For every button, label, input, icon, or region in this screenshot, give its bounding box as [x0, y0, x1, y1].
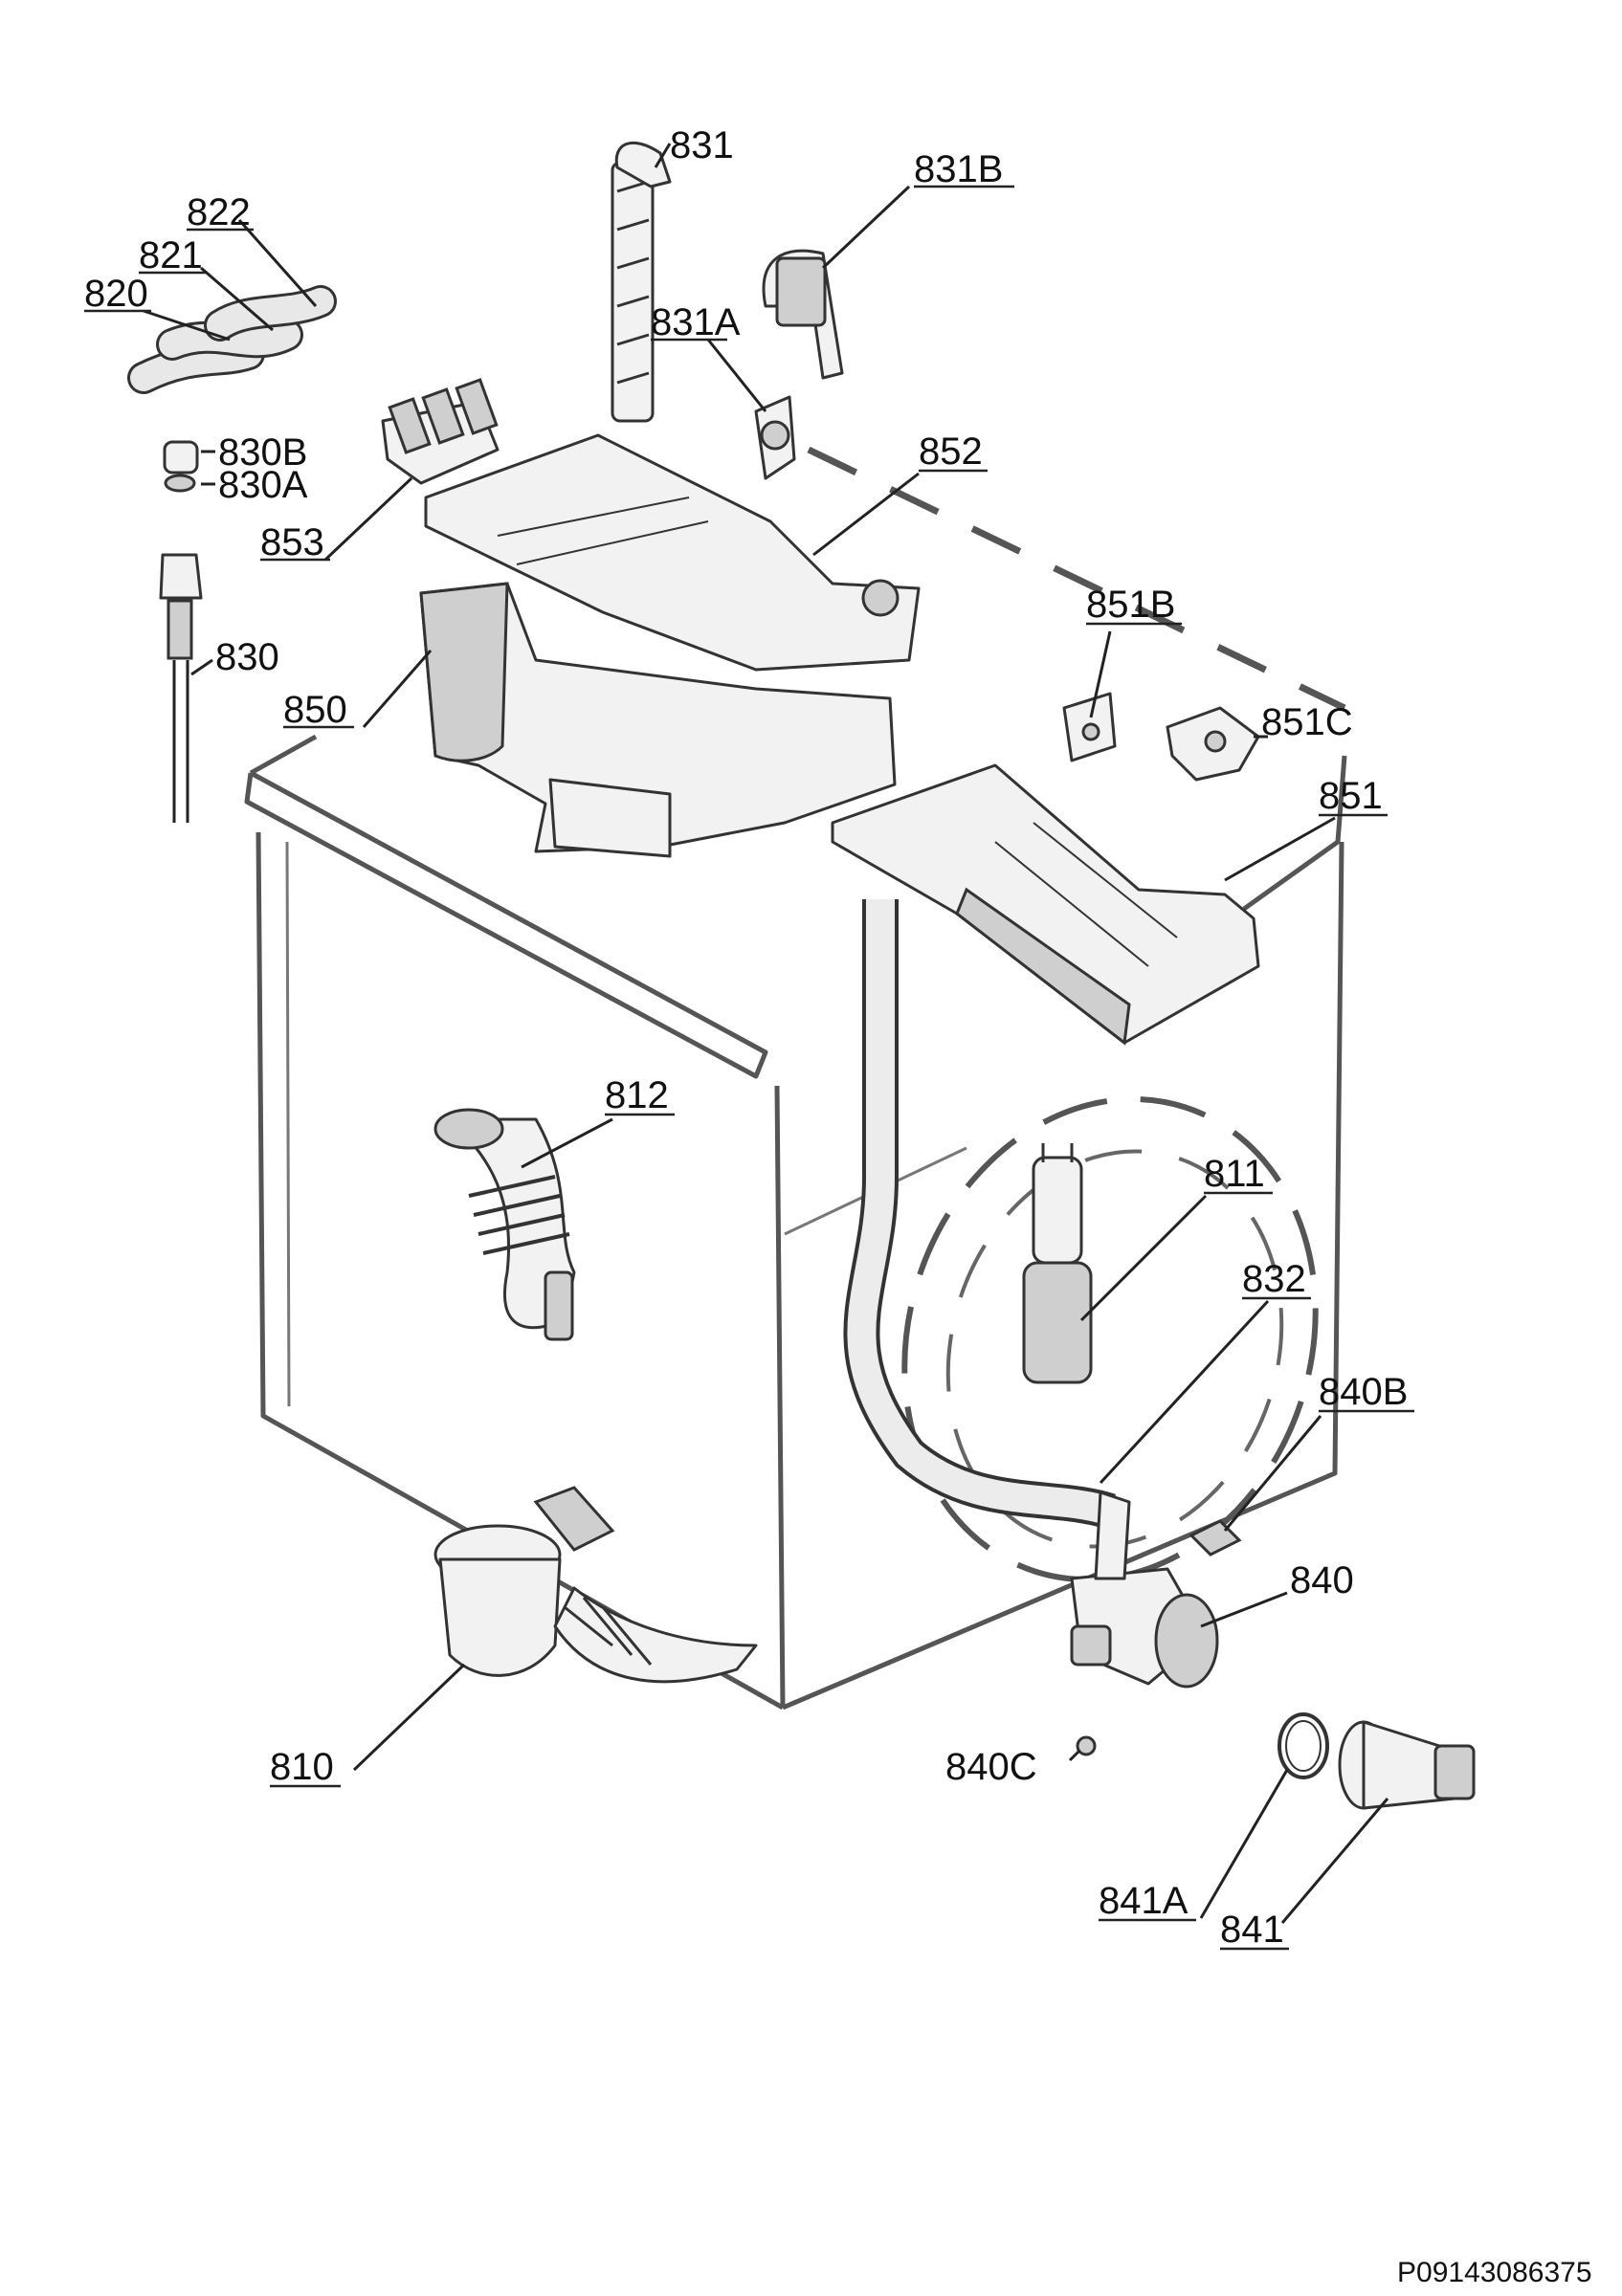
part-812-bellows: [433, 1108, 576, 1341]
part-831A-clip: [754, 395, 796, 480]
part-841A-ring: [1278, 1712, 1329, 1779]
part-840C-nut: [1076, 1735, 1097, 1756]
label-841A: 841A: [1099, 1880, 1189, 1922]
label-840: 840: [1290, 1559, 1354, 1601]
part-831-hose: [611, 141, 672, 423]
label-831: 831: [670, 124, 734, 166]
part-810-sump-hose: [433, 1486, 758, 1684]
label-821: 821: [139, 234, 203, 276]
part-841-filter: [1338, 1720, 1476, 1810]
part-851B-clip: [1062, 692, 1117, 762]
label-830: 830: [215, 636, 279, 678]
part-850-dispenser-housing: [419, 582, 897, 858]
part-840-pump: [1070, 1490, 1219, 1689]
part-labels: 831 831B 822 821 820 831A 830B 830A 852 …: [84, 124, 1414, 1951]
label-840B: 840B: [1319, 1371, 1408, 1413]
drawing-code: P09143086375: [1397, 2257, 1592, 2288]
label-851: 851: [1319, 775, 1383, 817]
leader-lines: [143, 143, 1389, 1924]
cabinet-outline: [244, 446, 1347, 1711]
label-853: 853: [260, 521, 324, 563]
part-830-inlet-hose: [159, 553, 203, 823]
part-831B-hook: [762, 249, 844, 380]
label-841: 841: [1220, 1909, 1284, 1951]
label-851B: 851B: [1086, 584, 1175, 626]
label-831B: 831B: [914, 148, 1003, 190]
part-851C-cover: [1166, 706, 1260, 782]
label-820: 820: [84, 273, 148, 315]
part-840B-pad: [1189, 1519, 1242, 1556]
label-811: 811: [1204, 1153, 1265, 1195]
label-810: 810: [270, 1746, 334, 1788]
label-831A: 831A: [651, 301, 741, 343]
label-830A: 830A: [218, 464, 308, 506]
label-812: 812: [605, 1074, 669, 1116]
part-811-chamber: [1022, 1143, 1093, 1384]
label-830B: 830B: [218, 431, 307, 474]
label-832: 832: [1242, 1258, 1306, 1300]
part-853-valve: [381, 378, 500, 485]
label-822: 822: [187, 191, 251, 233]
label-840C: 840C: [945, 1746, 1037, 1788]
part-832-drain-hose: [843, 899, 1116, 1530]
part-851-drawer: [831, 763, 1260, 1046]
label-850: 850: [283, 689, 347, 731]
part-820-822-hoses: [127, 285, 337, 394]
part-830B-830A: [163, 440, 199, 493]
label-852: 852: [919, 430, 983, 473]
label-851C: 851C: [1261, 701, 1353, 743]
part-852-dispenser-lid: [424, 433, 921, 672]
